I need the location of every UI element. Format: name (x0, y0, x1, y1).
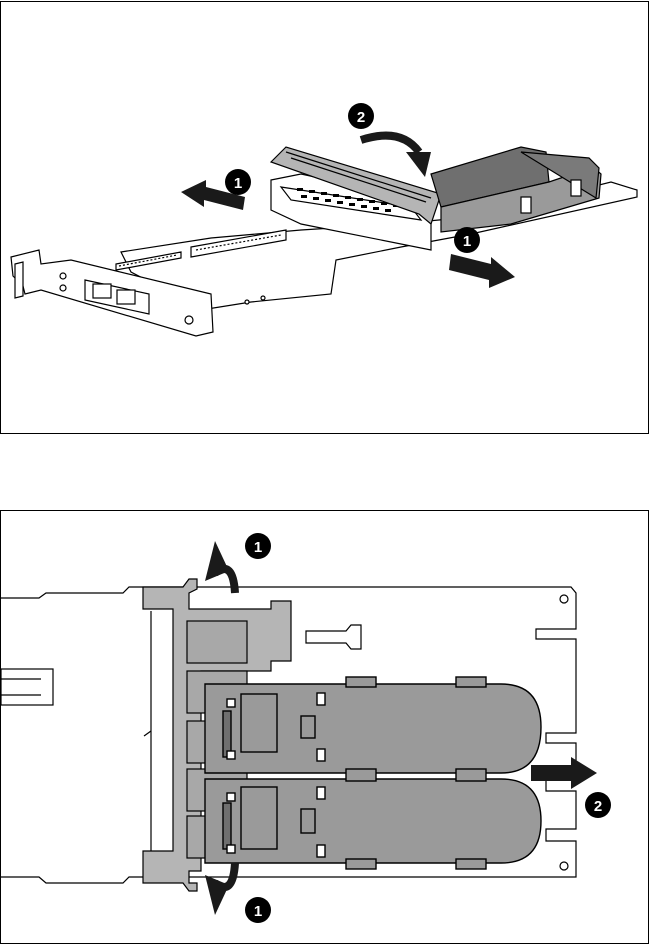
figure-top-panel: 1 2 1 (0, 1, 649, 434)
svg-text:2: 2 (594, 798, 602, 815)
card-isometric-illustration: 1 2 1 (1, 2, 648, 433)
battery-pack-upper (205, 684, 541, 773)
arrow-right (449, 254, 515, 288)
callout-badge-top-2: 2 (348, 103, 374, 129)
figure-bottom-panel: 1 2 1 (0, 510, 649, 944)
callout-badge-bottom-2: 2 (585, 792, 611, 818)
callout-badge-top-1-left: 1 (225, 169, 251, 195)
card-top-view-illustration: 1 2 1 (1, 511, 648, 943)
callout-badge-bottom-1-top: 1 (245, 533, 271, 559)
svg-text:1: 1 (463, 233, 471, 250)
svg-text:2: 2 (357, 109, 365, 126)
callout-badge-bottom-1-bottom: 1 (245, 897, 271, 923)
curved-arrow-top (205, 541, 235, 593)
callout-badge-top-1-right: 1 (454, 227, 480, 253)
battery-packs (431, 147, 601, 232)
svg-text:1: 1 (234, 175, 242, 192)
svg-text:1: 1 (254, 903, 262, 920)
svg-text:1: 1 (254, 539, 262, 556)
arrow-curved-down (361, 136, 431, 177)
